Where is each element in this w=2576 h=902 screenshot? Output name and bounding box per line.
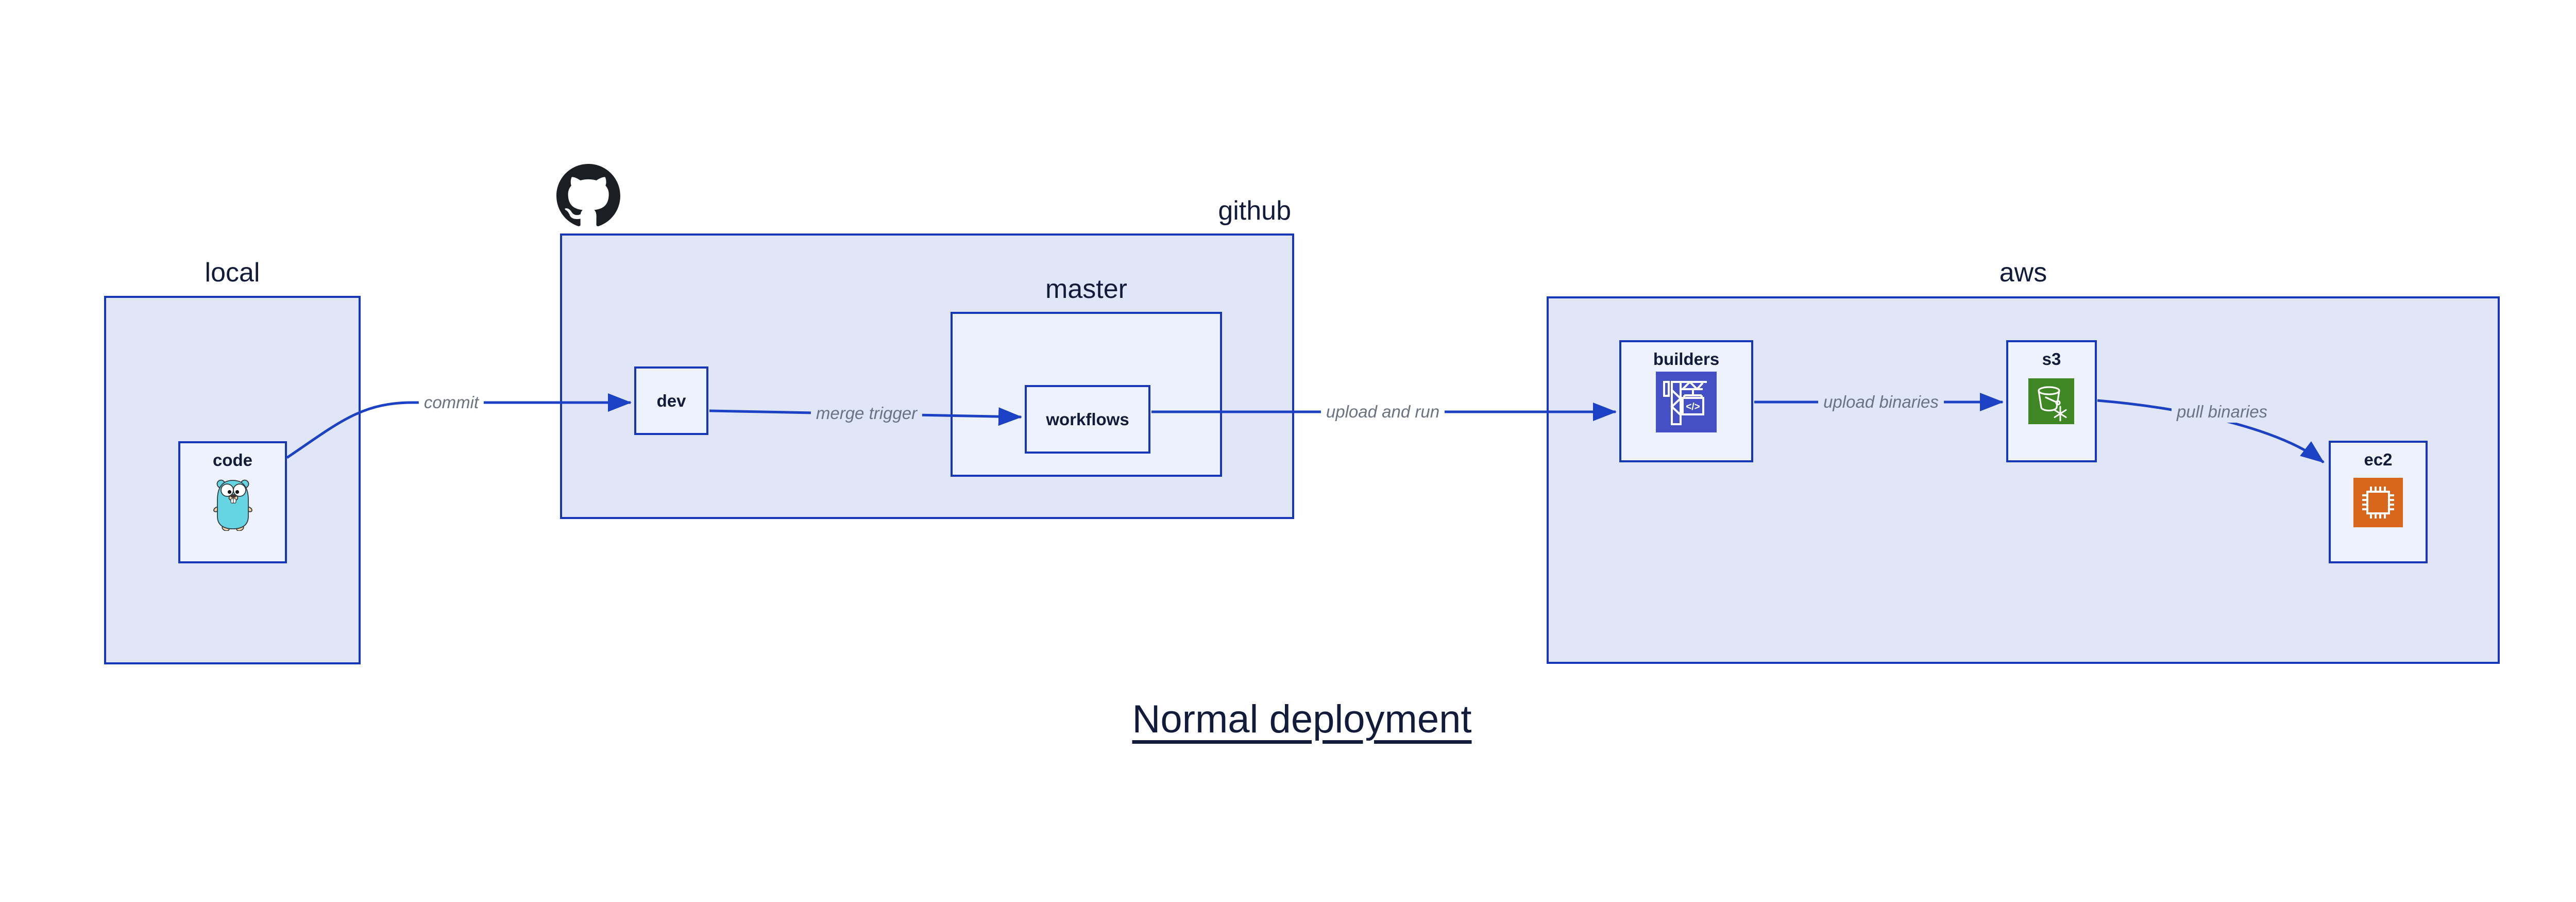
edge-label-upload-and-run: upload and run [1320,401,1445,423]
node-dev: dev [634,366,708,435]
node-ec2: ec2 [2329,441,2428,563]
edge-label-commit: commit [418,392,484,413]
container-label-master: master [1045,274,1127,304]
node-ec2-label: ec2 [2364,450,2393,469]
node-code-label: code [212,450,253,470]
node-s3-label: s3 [2042,349,2061,369]
node-builders: builders </> [1619,340,1753,462]
node-workflows: workflows [1025,385,1150,454]
node-dev-label: dev [656,391,686,410]
container-label-local: local [205,258,260,288]
container-label-github: github [1218,196,1291,226]
go-gopher-icon [213,479,252,531]
node-builders-label: builders [1653,349,1720,369]
codebuild-crane-icon: </> [1656,372,1717,432]
github-octocat-icon [556,164,620,226]
ec2-chip-icon [2353,478,2403,527]
edge-label-merge-trigger: merge trigger [810,403,923,424]
s3-glacier-bucket-icon [2028,378,2074,424]
container-label-aws: aws [1999,258,2047,288]
node-code: code [178,441,287,563]
node-workflows-label: workflows [1046,409,1129,429]
node-s3: s3 [2006,340,2097,462]
diagram-title: Normal deployment [1132,697,1472,741]
codebuild-code-glyph: </> [1686,402,1700,412]
edge-label-upload-binaries: upload binaries [1818,391,1944,413]
edge-label-pull-binaries: pull binaries [2171,401,2273,423]
